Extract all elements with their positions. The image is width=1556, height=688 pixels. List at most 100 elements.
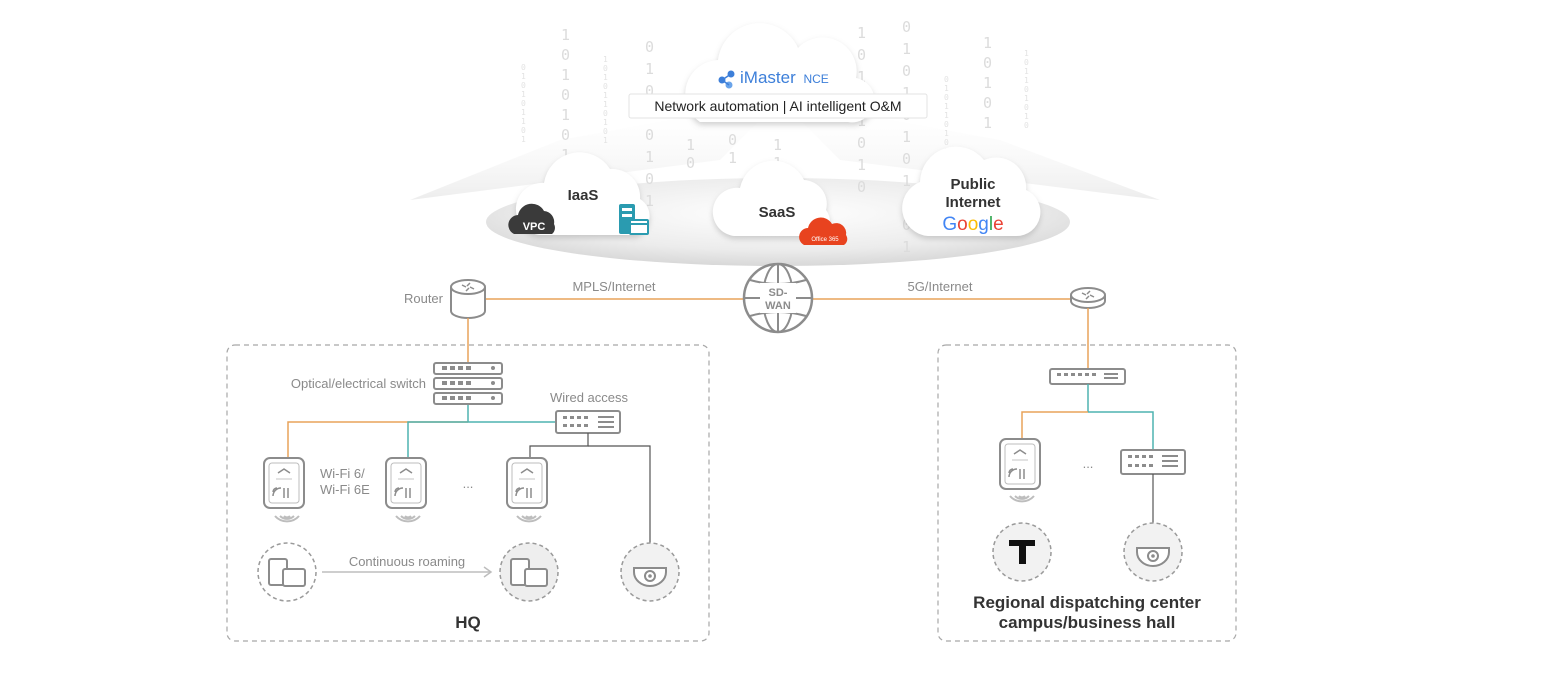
binary-digit: 1: [561, 66, 570, 84]
binary-digit: 1: [902, 172, 911, 190]
binary-digit: 0: [857, 134, 866, 152]
binary-digit: 1: [983, 34, 992, 52]
wifi-signal-1-icon: [274, 515, 300, 523]
regional-link-to-ap: [1021, 411, 1088, 439]
regional-router-icon[interactable]: [1070, 287, 1106, 309]
hq-router-icon[interactable]: [450, 279, 486, 319]
saas-label: SaaS: [759, 204, 796, 221]
binary-digit: 0: [645, 82, 654, 100]
binary-digit: 0: [983, 54, 992, 72]
regional-title-line1: Regional dispatching center: [973, 593, 1201, 612]
binary-digit: 1: [603, 91, 608, 100]
binary-digit: 1: [944, 111, 949, 120]
tablet-terminal-1[interactable]: [257, 542, 317, 602]
binary-digit: 0: [944, 138, 949, 147]
binary-digit: 1: [603, 118, 608, 127]
tablet-terminal-2[interactable]: [499, 542, 559, 602]
regional-boundary: [937, 344, 1237, 642]
binary-digit: 1: [1024, 94, 1029, 103]
wifi-label-line2: Wi-Fi 6E: [320, 482, 370, 497]
router-label: Router: [404, 291, 444, 306]
core-switch-icon[interactable]: [433, 362, 503, 405]
link-to-ap2: [407, 421, 468, 458]
binary-digit: 0: [857, 46, 866, 64]
binary-digit: 0: [521, 126, 526, 135]
saas-cloud[interactable]: [712, 160, 830, 236]
regional-camera-icon[interactable]: [1123, 522, 1183, 582]
binary-digit: 0: [1024, 58, 1029, 67]
sdwan-globe-icon[interactable]: [742, 262, 814, 334]
wired-access-label: Wired access: [550, 390, 629, 405]
binary-digit: 0: [561, 126, 570, 144]
public-label-line1: Public: [950, 176, 995, 193]
vpc-label: VPC: [523, 221, 546, 233]
regional-link-to-access: [1088, 411, 1154, 450]
binary-digit: 1: [645, 60, 654, 78]
regional-access-switch-icon[interactable]: [1120, 449, 1186, 475]
access-switch-icon[interactable]: [555, 410, 621, 434]
mpls-label: MPLS/Internet: [572, 279, 655, 294]
binary-digit: 0: [645, 126, 654, 144]
binary-digit: 1: [521, 108, 526, 117]
binary-digit: 0: [944, 93, 949, 102]
wifi-label-line1: Wi-Fi 6/: [320, 466, 365, 481]
binary-digit: 1: [773, 136, 782, 154]
handheld-terminal[interactable]: [992, 522, 1052, 582]
link-to-camera: [588, 445, 651, 546]
binary-digit: 1: [857, 112, 866, 130]
binary-digit: 1: [521, 72, 526, 81]
binary-digit: 0: [902, 150, 911, 168]
binary-digit: 0: [603, 82, 608, 91]
binary-digit: 1: [1024, 112, 1029, 121]
binary-digit: 1: [645, 192, 654, 210]
regional-ellipsis: ...: [1083, 456, 1094, 471]
binary-digit: 0: [1024, 121, 1029, 130]
vpc-cloud-icon: [508, 203, 555, 234]
binary-digit: 0: [603, 64, 608, 73]
binary-digit: 1: [944, 102, 949, 111]
server-icon: [619, 204, 649, 235]
regional-title-line2: campus/business hall: [999, 613, 1176, 632]
office-label: Office 365: [811, 237, 839, 243]
binary-digit: 1: [603, 55, 608, 64]
binary-digit: 0: [603, 127, 608, 136]
binary-digit: 1: [728, 149, 737, 167]
binary-digit: 1: [944, 84, 949, 93]
binary-digit: 1: [902, 128, 911, 146]
regional-ap-icon[interactable]: [999, 438, 1041, 490]
hq-ap-2-icon[interactable]: [385, 457, 427, 509]
binary-digit: 0: [728, 131, 737, 149]
binary-digit: 0: [561, 86, 570, 104]
binary-digit: 0: [944, 120, 949, 129]
nce-tagline: Network automation | AI intelligent O&M: [654, 98, 901, 114]
binary-digit: 0: [603, 109, 608, 118]
public-internet-cloud[interactable]: [902, 146, 1041, 237]
binary-digit: 0: [645, 38, 654, 56]
binary-digit: 1: [645, 148, 654, 166]
binary-digit: 1: [521, 90, 526, 99]
binary-digit: 1: [521, 135, 526, 144]
hq-camera-icon[interactable]: [620, 542, 680, 602]
hq-ap-1-icon[interactable]: [263, 457, 305, 509]
link-to-ap3: [529, 433, 589, 458]
binary-digit: 1: [603, 73, 608, 82]
binary-digit: 0: [902, 18, 911, 36]
hq-ap-3-icon[interactable]: [506, 457, 548, 509]
5g-label: 5G/Internet: [907, 279, 972, 294]
binary-digit: 1: [1024, 67, 1029, 76]
binary-digit: 0: [521, 99, 526, 108]
binary-digit: 1: [1024, 76, 1029, 85]
binary-digit: 1: [603, 136, 608, 145]
binary-digit: 1: [983, 74, 992, 92]
nce-brand: iMaster NCE: [740, 68, 829, 87]
binary-digit: 0: [521, 63, 526, 72]
binary-digit: 0: [902, 62, 911, 80]
binary-digit: 1: [521, 117, 526, 126]
binary-digit: 1: [902, 84, 911, 102]
regional-switch-icon[interactable]: [1049, 368, 1126, 385]
sdwan-label-line2: WAN: [765, 300, 791, 312]
iaas-label: IaaS: [568, 187, 599, 204]
binary-digit: 1: [944, 129, 949, 138]
nce-tagline-box: [628, 93, 928, 119]
